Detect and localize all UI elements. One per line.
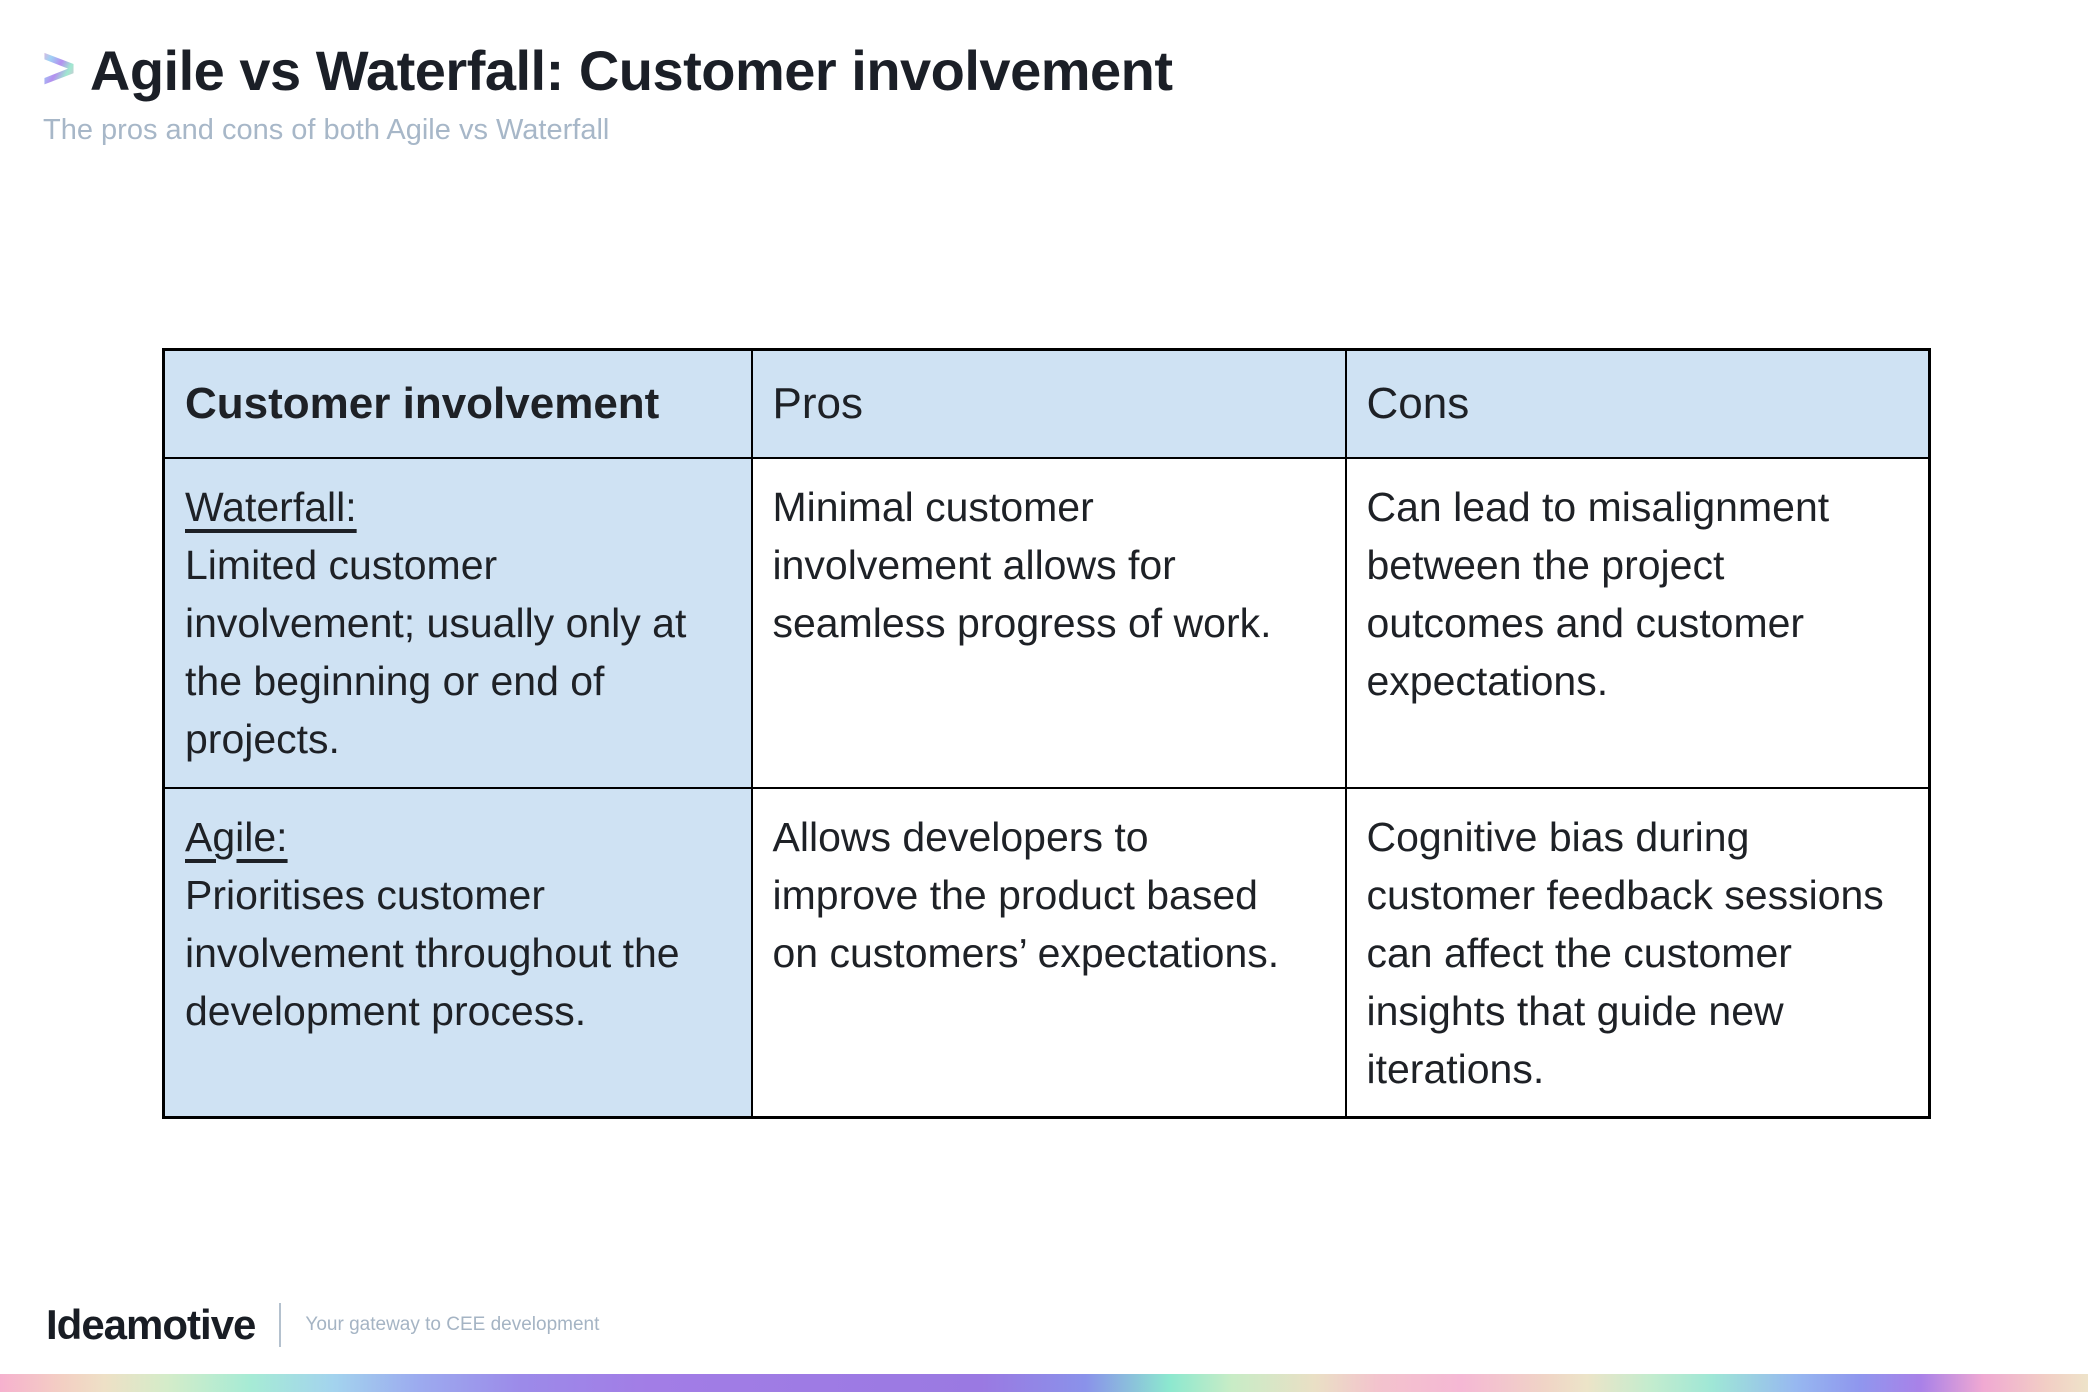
table-row-agile: Agile: Prioritises customer involvement … bbox=[162, 787, 1931, 1119]
table-header-pros: Pros bbox=[750, 348, 1347, 459]
waterfall-cons-text: Can lead to misalignment between the pro… bbox=[1366, 484, 1830, 704]
agile-pros-text: Allows developers to improve the product… bbox=[772, 814, 1280, 976]
table-header-row: Customer involvement Pros Cons bbox=[162, 348, 1931, 459]
rainbow-gradient-bar bbox=[0, 1374, 2088, 1392]
waterfall-label-cell: Waterfall: Limited customer involvement;… bbox=[162, 457, 753, 789]
agile-pros-cell: Allows developers to improve the product… bbox=[750, 787, 1347, 1119]
agile-cons-cell: Cognitive bias during customer feedback … bbox=[1344, 787, 1931, 1119]
agile-cons-text: Cognitive bias during customer feedback … bbox=[1366, 814, 1884, 1092]
waterfall-cons-cell: Can lead to misalignment between the pro… bbox=[1344, 457, 1931, 789]
agile-label: Agile: bbox=[185, 814, 288, 860]
agile-label-cell: Agile: Prioritises customer involvement … bbox=[162, 787, 753, 1119]
waterfall-label: Waterfall: bbox=[185, 484, 357, 530]
ideamotive-logo: Ideamotive bbox=[46, 1301, 256, 1348]
footer-brand-row: Ideamotive Your gateway to CEE developme… bbox=[46, 1296, 599, 1354]
page-subtitle: The pros and cons of both Agile vs Water… bbox=[43, 114, 610, 146]
table-header-customer-involvement: Customer involvement bbox=[162, 348, 753, 459]
waterfall-pros-text: Minimal customer involvement allows for … bbox=[772, 484, 1272, 646]
table-row-waterfall: Waterfall: Limited customer involvement;… bbox=[162, 457, 1931, 789]
chevron-icon: > bbox=[42, 35, 76, 101]
page-title: Agile vs Waterfall: Customer involvement bbox=[89, 39, 1173, 102]
footer-divider bbox=[279, 1303, 282, 1347]
waterfall-description: Limited customer involvement; usually on… bbox=[185, 542, 687, 762]
comparison-table: Customer involvement Pros Cons Waterfall… bbox=[162, 348, 1931, 1119]
waterfall-pros-cell: Minimal customer involvement allows for … bbox=[750, 457, 1347, 789]
agile-description: Prioritises customer involvement through… bbox=[185, 872, 680, 1034]
title-row: > Agile vs Waterfall: Customer involveme… bbox=[42, 38, 1173, 103]
table-header-cons: Cons bbox=[1344, 348, 1931, 459]
footer-tagline: Your gateway to CEE development bbox=[305, 1314, 600, 1335]
